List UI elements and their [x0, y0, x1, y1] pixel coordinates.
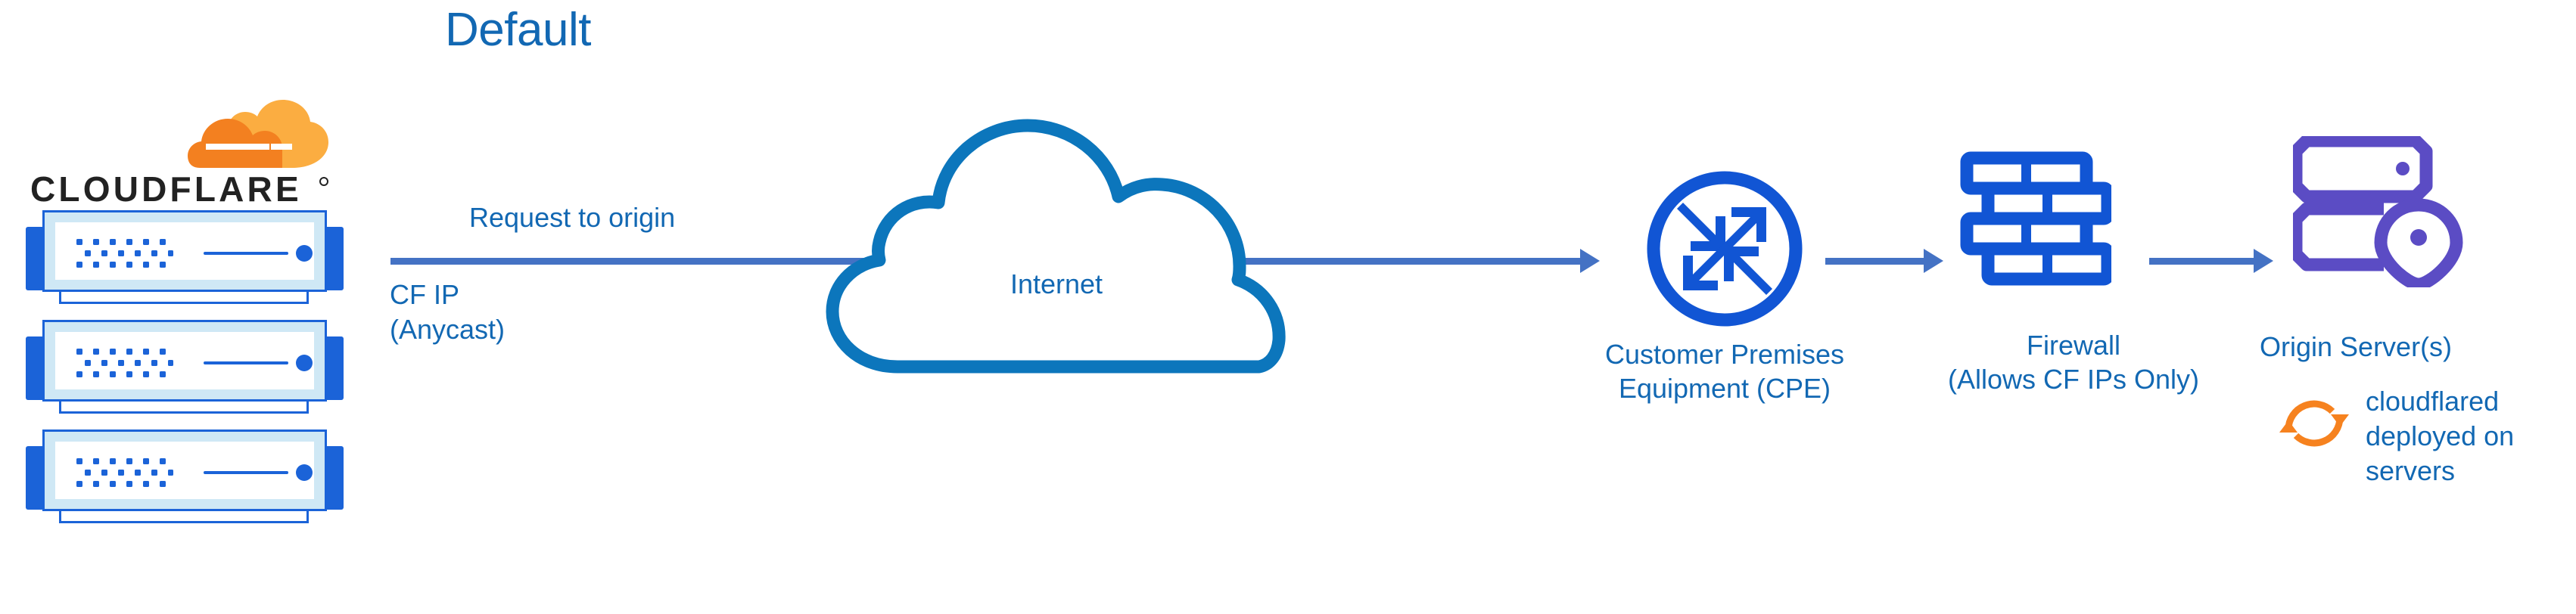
cf-ip-anycast-label: CF IP (Anycast) — [390, 279, 506, 345]
cloudflare-logo: CLOUDFLARE — [30, 98, 333, 212]
server-ear-left — [26, 227, 45, 290]
server-ear-right — [324, 336, 344, 400]
server-status-line — [204, 471, 288, 474]
server-faceplate — [55, 332, 314, 389]
server-ear-right — [324, 227, 344, 290]
svg-text:CLOUDFLARE: CLOUDFLARE — [30, 171, 302, 209]
internet-label: Internet — [1010, 268, 1103, 299]
flow-arrowhead-cloud-to-cpe — [1580, 249, 1600, 273]
server-with-location-pin-icon[interactable] — [2293, 136, 2475, 287]
server-led-icon — [296, 464, 313, 481]
flow-line-firewall-to-origin — [2149, 258, 2254, 265]
flow-arrowhead-firewall-to-origin — [2254, 249, 2273, 273]
cpe-label: Customer Premises Equipment (CPE) — [1604, 339, 1845, 404]
cloudflare-cloud-icon — [188, 100, 328, 168]
server-chassis — [42, 210, 327, 292]
server-chassis — [42, 320, 327, 402]
server-ports-icon — [76, 239, 173, 268]
cloudflare-wordmark: CLOUDFLARE — [30, 171, 328, 209]
cloudflare-server-stack — [26, 210, 344, 528]
firewall-label: Firewall (Allows CF IPs Only) — [1947, 330, 2200, 395]
brick-wall-icon[interactable] — [1960, 151, 2111, 287]
flow-line-cpe-to-firewall — [1825, 258, 1924, 265]
router-four-arrows-icon[interactable] — [1644, 168, 1806, 330]
server-faceplate — [55, 442, 314, 499]
server-ports-icon — [76, 458, 173, 487]
server-led-icon — [296, 355, 313, 371]
server-status-line — [204, 361, 288, 364]
origin-server-label: Origin Server(s) — [2260, 331, 2453, 362]
server-faceplate — [55, 222, 314, 280]
server-chassis — [42, 429, 327, 511]
cloud-outline-icon — [826, 119, 1286, 374]
sync-refresh-arrows-icon — [2279, 400, 2349, 447]
flow-line-request-to-origin — [390, 258, 1291, 265]
server-status-line — [204, 252, 288, 255]
flow-arrowhead-cpe-to-firewall — [1924, 249, 1943, 273]
rack-server-unit[interactable] — [26, 210, 344, 309]
server-ear-right — [324, 446, 344, 510]
server-ear-left — [26, 336, 45, 400]
rack-server-unit[interactable] — [26, 320, 344, 418]
page-title: Default — [445, 4, 591, 56]
rack-server-unit[interactable] — [26, 429, 344, 528]
server-ear-left — [26, 446, 45, 510]
server-ports-icon — [76, 349, 173, 377]
flow-line-cloud-to-cpe — [1271, 258, 1580, 265]
cloudflared-annotation-label: cloudflared deployed on servers — [2366, 386, 2515, 486]
server-led-icon — [296, 245, 313, 262]
flow-label-request-to-origin: Request to origin — [469, 202, 676, 233]
